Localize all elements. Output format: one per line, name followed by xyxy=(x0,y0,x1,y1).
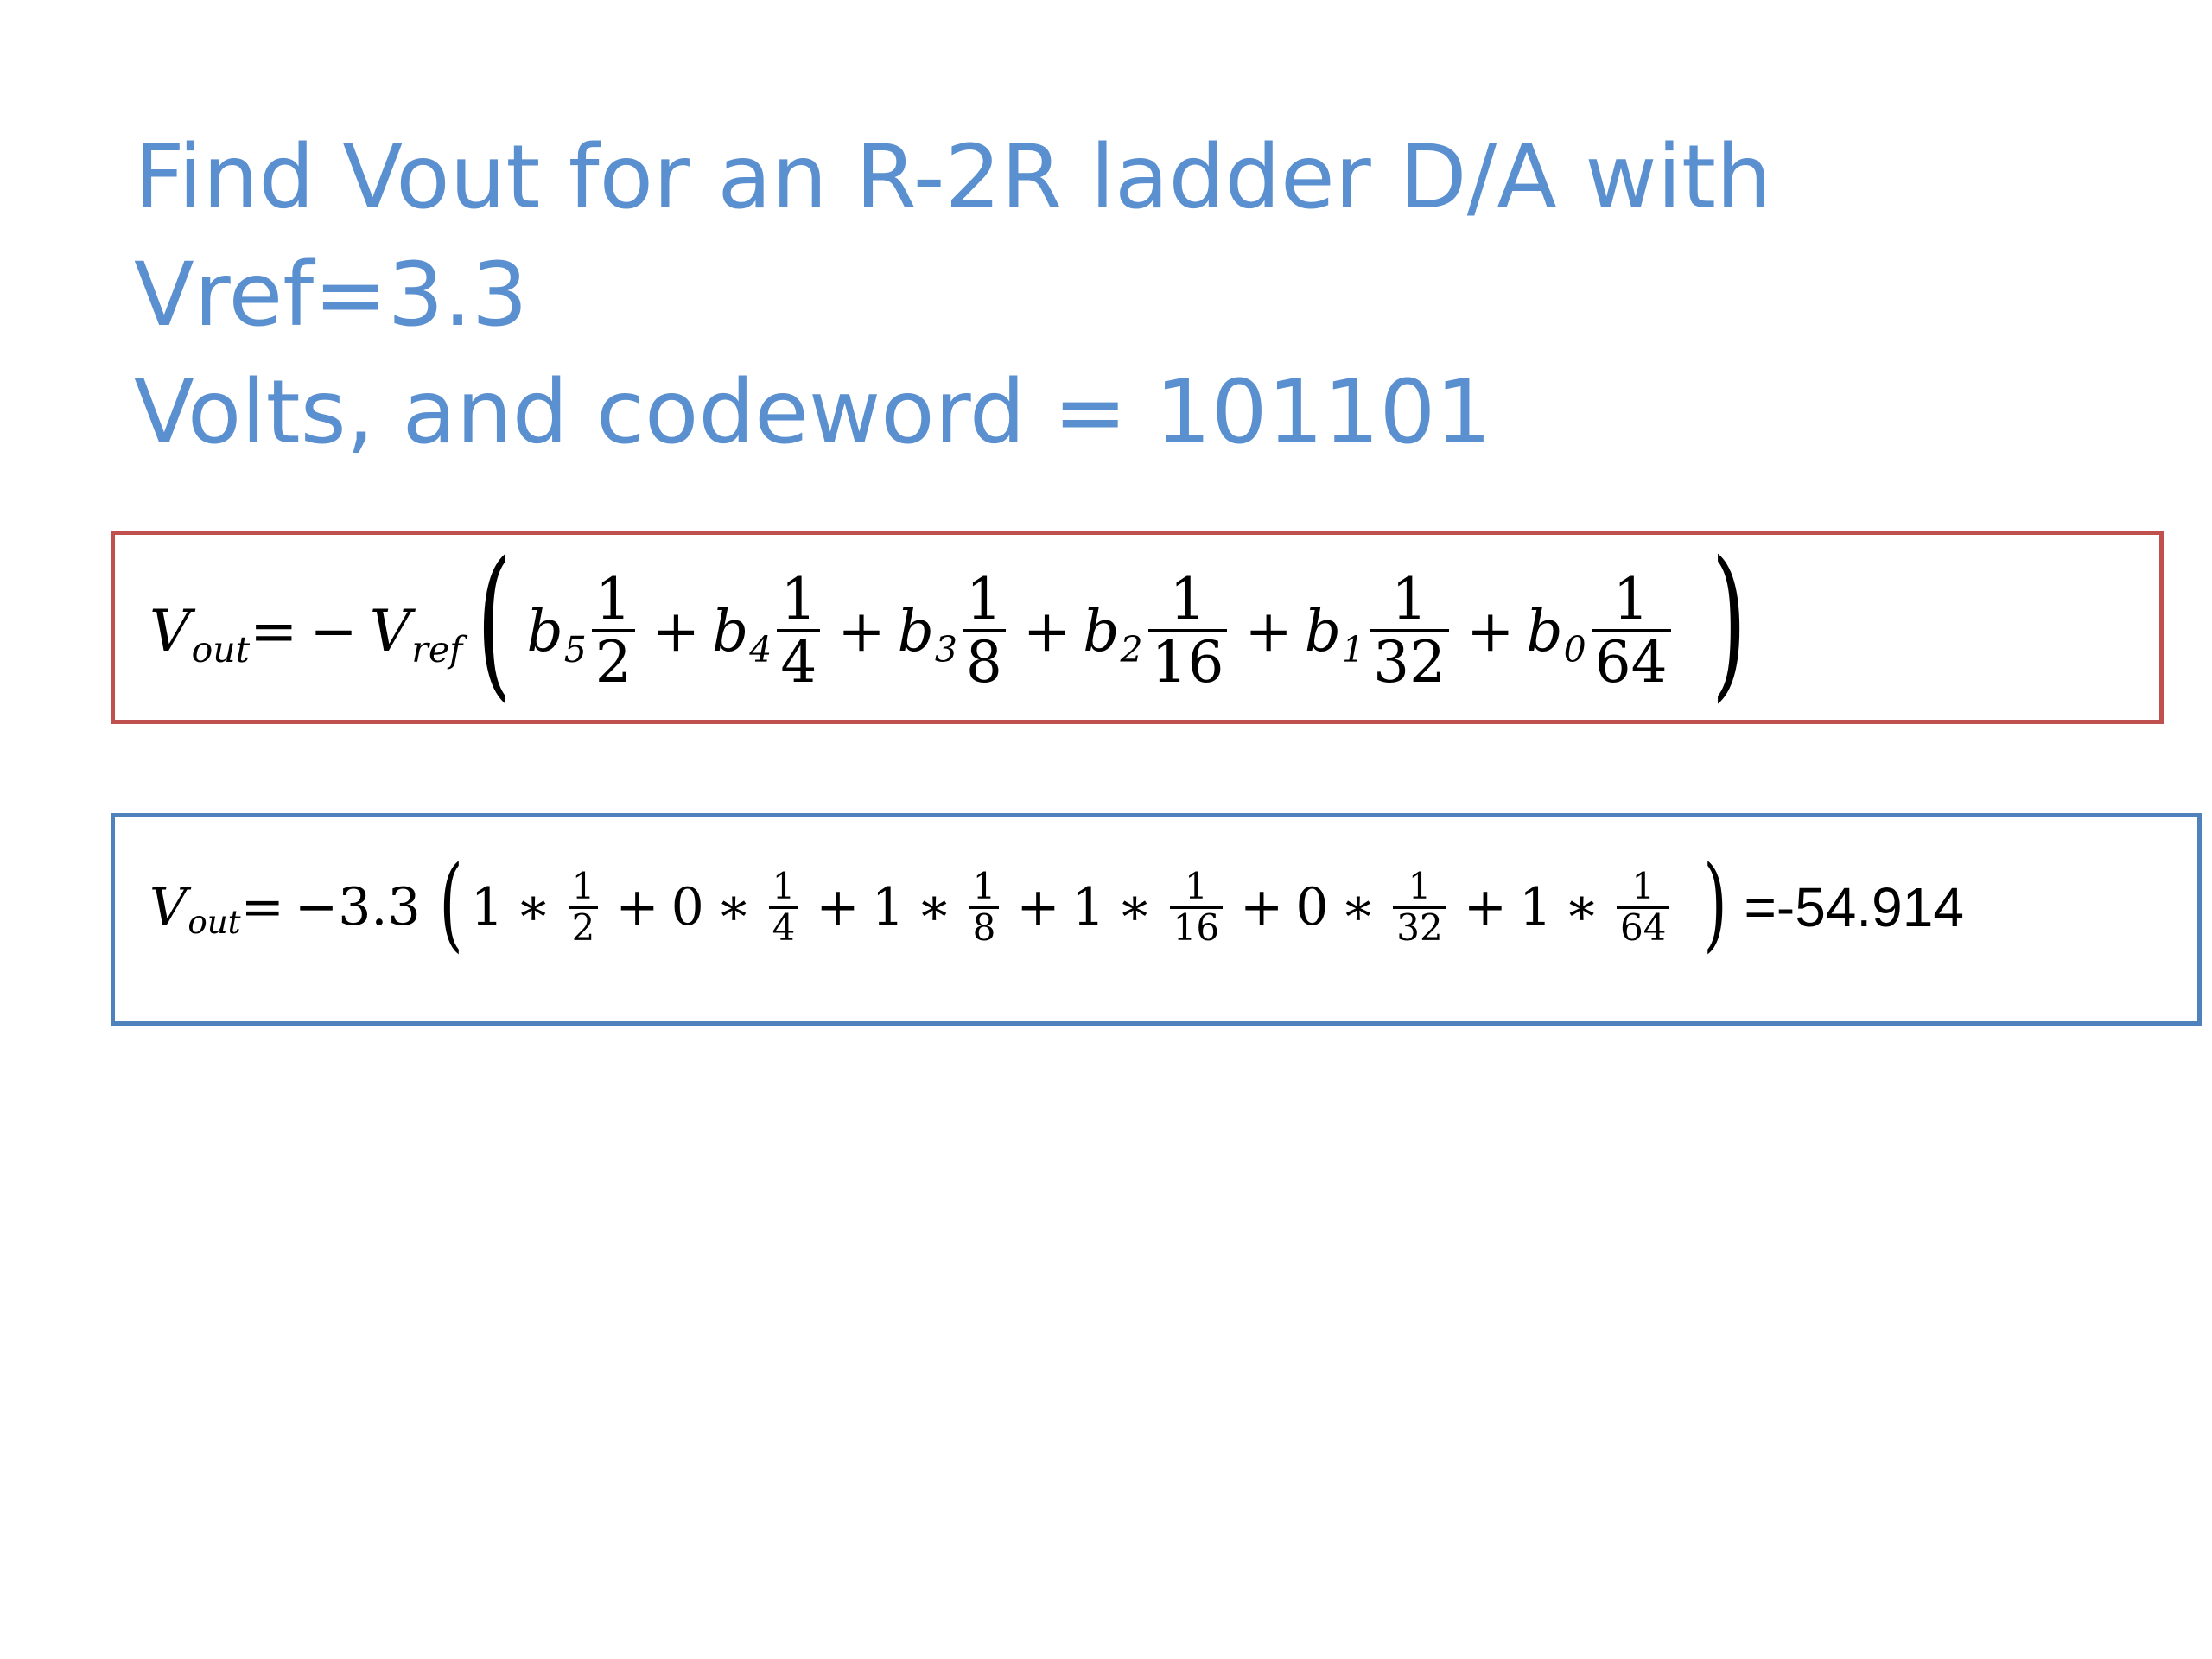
plus-sign: + xyxy=(1466,597,1515,664)
bit-coefficient: b2 xyxy=(1083,597,1143,671)
plus-sign: + xyxy=(652,597,701,664)
slide-title-line-2: Volts, and codeword = 101101 xyxy=(134,361,1492,464)
plus-sign: + xyxy=(1016,877,1060,938)
multiply-sign: ∗ xyxy=(1340,877,1376,938)
multiply-sign: ∗ xyxy=(1116,877,1153,938)
bit-coefficient: b3 xyxy=(897,597,957,671)
open-paren: ( xyxy=(438,843,463,963)
multiply-sign: ∗ xyxy=(715,877,752,938)
vref-symbol: Vref xyxy=(369,597,463,671)
plus-sign: + xyxy=(816,877,860,938)
plus-sign: + xyxy=(1244,597,1293,664)
equals-sign: = xyxy=(240,877,284,938)
bit-value: 1 xyxy=(1519,877,1553,938)
multiply-sign: ∗ xyxy=(1564,877,1599,938)
bit-coefficient: b4 xyxy=(712,597,772,671)
multiply-sign: ∗ xyxy=(916,877,952,938)
bit-coefficient: b5 xyxy=(526,597,587,671)
equals-sign: = xyxy=(250,597,298,664)
bit-value: 0 xyxy=(671,877,704,938)
vout-symbol: Vout xyxy=(149,597,251,671)
plus-sign: + xyxy=(1463,877,1508,938)
open-paren: ( xyxy=(476,526,512,717)
plus-sign: + xyxy=(1240,877,1284,938)
plus-sign: + xyxy=(615,877,659,938)
plus-sign: + xyxy=(837,597,886,664)
minus-sign: − xyxy=(309,597,358,664)
vout-symbol: Vout xyxy=(149,877,241,942)
bit-value: 1 xyxy=(871,877,905,938)
close-paren: ) xyxy=(1711,526,1747,717)
vref-value: −3.3 xyxy=(294,877,421,938)
result-value: =-54.914 xyxy=(1744,876,1964,938)
slide-title-line-1: Find Vout for an R-2R ladder D/A with Vr… xyxy=(134,126,1772,346)
plus-sign: + xyxy=(1022,597,1071,664)
bit-value: 1 xyxy=(1071,877,1105,938)
bit-coefficient: b1 xyxy=(1304,597,1365,671)
bit-value: 1 xyxy=(470,877,504,938)
bit-coefficient: b0 xyxy=(1526,597,1586,671)
slide-title: Find Vout for an R-2R ladder D/A with Vr… xyxy=(134,119,2121,472)
close-paren: ) xyxy=(1703,843,1728,963)
multiply-sign: ∗ xyxy=(515,877,551,938)
bit-value: 0 xyxy=(1295,877,1329,938)
